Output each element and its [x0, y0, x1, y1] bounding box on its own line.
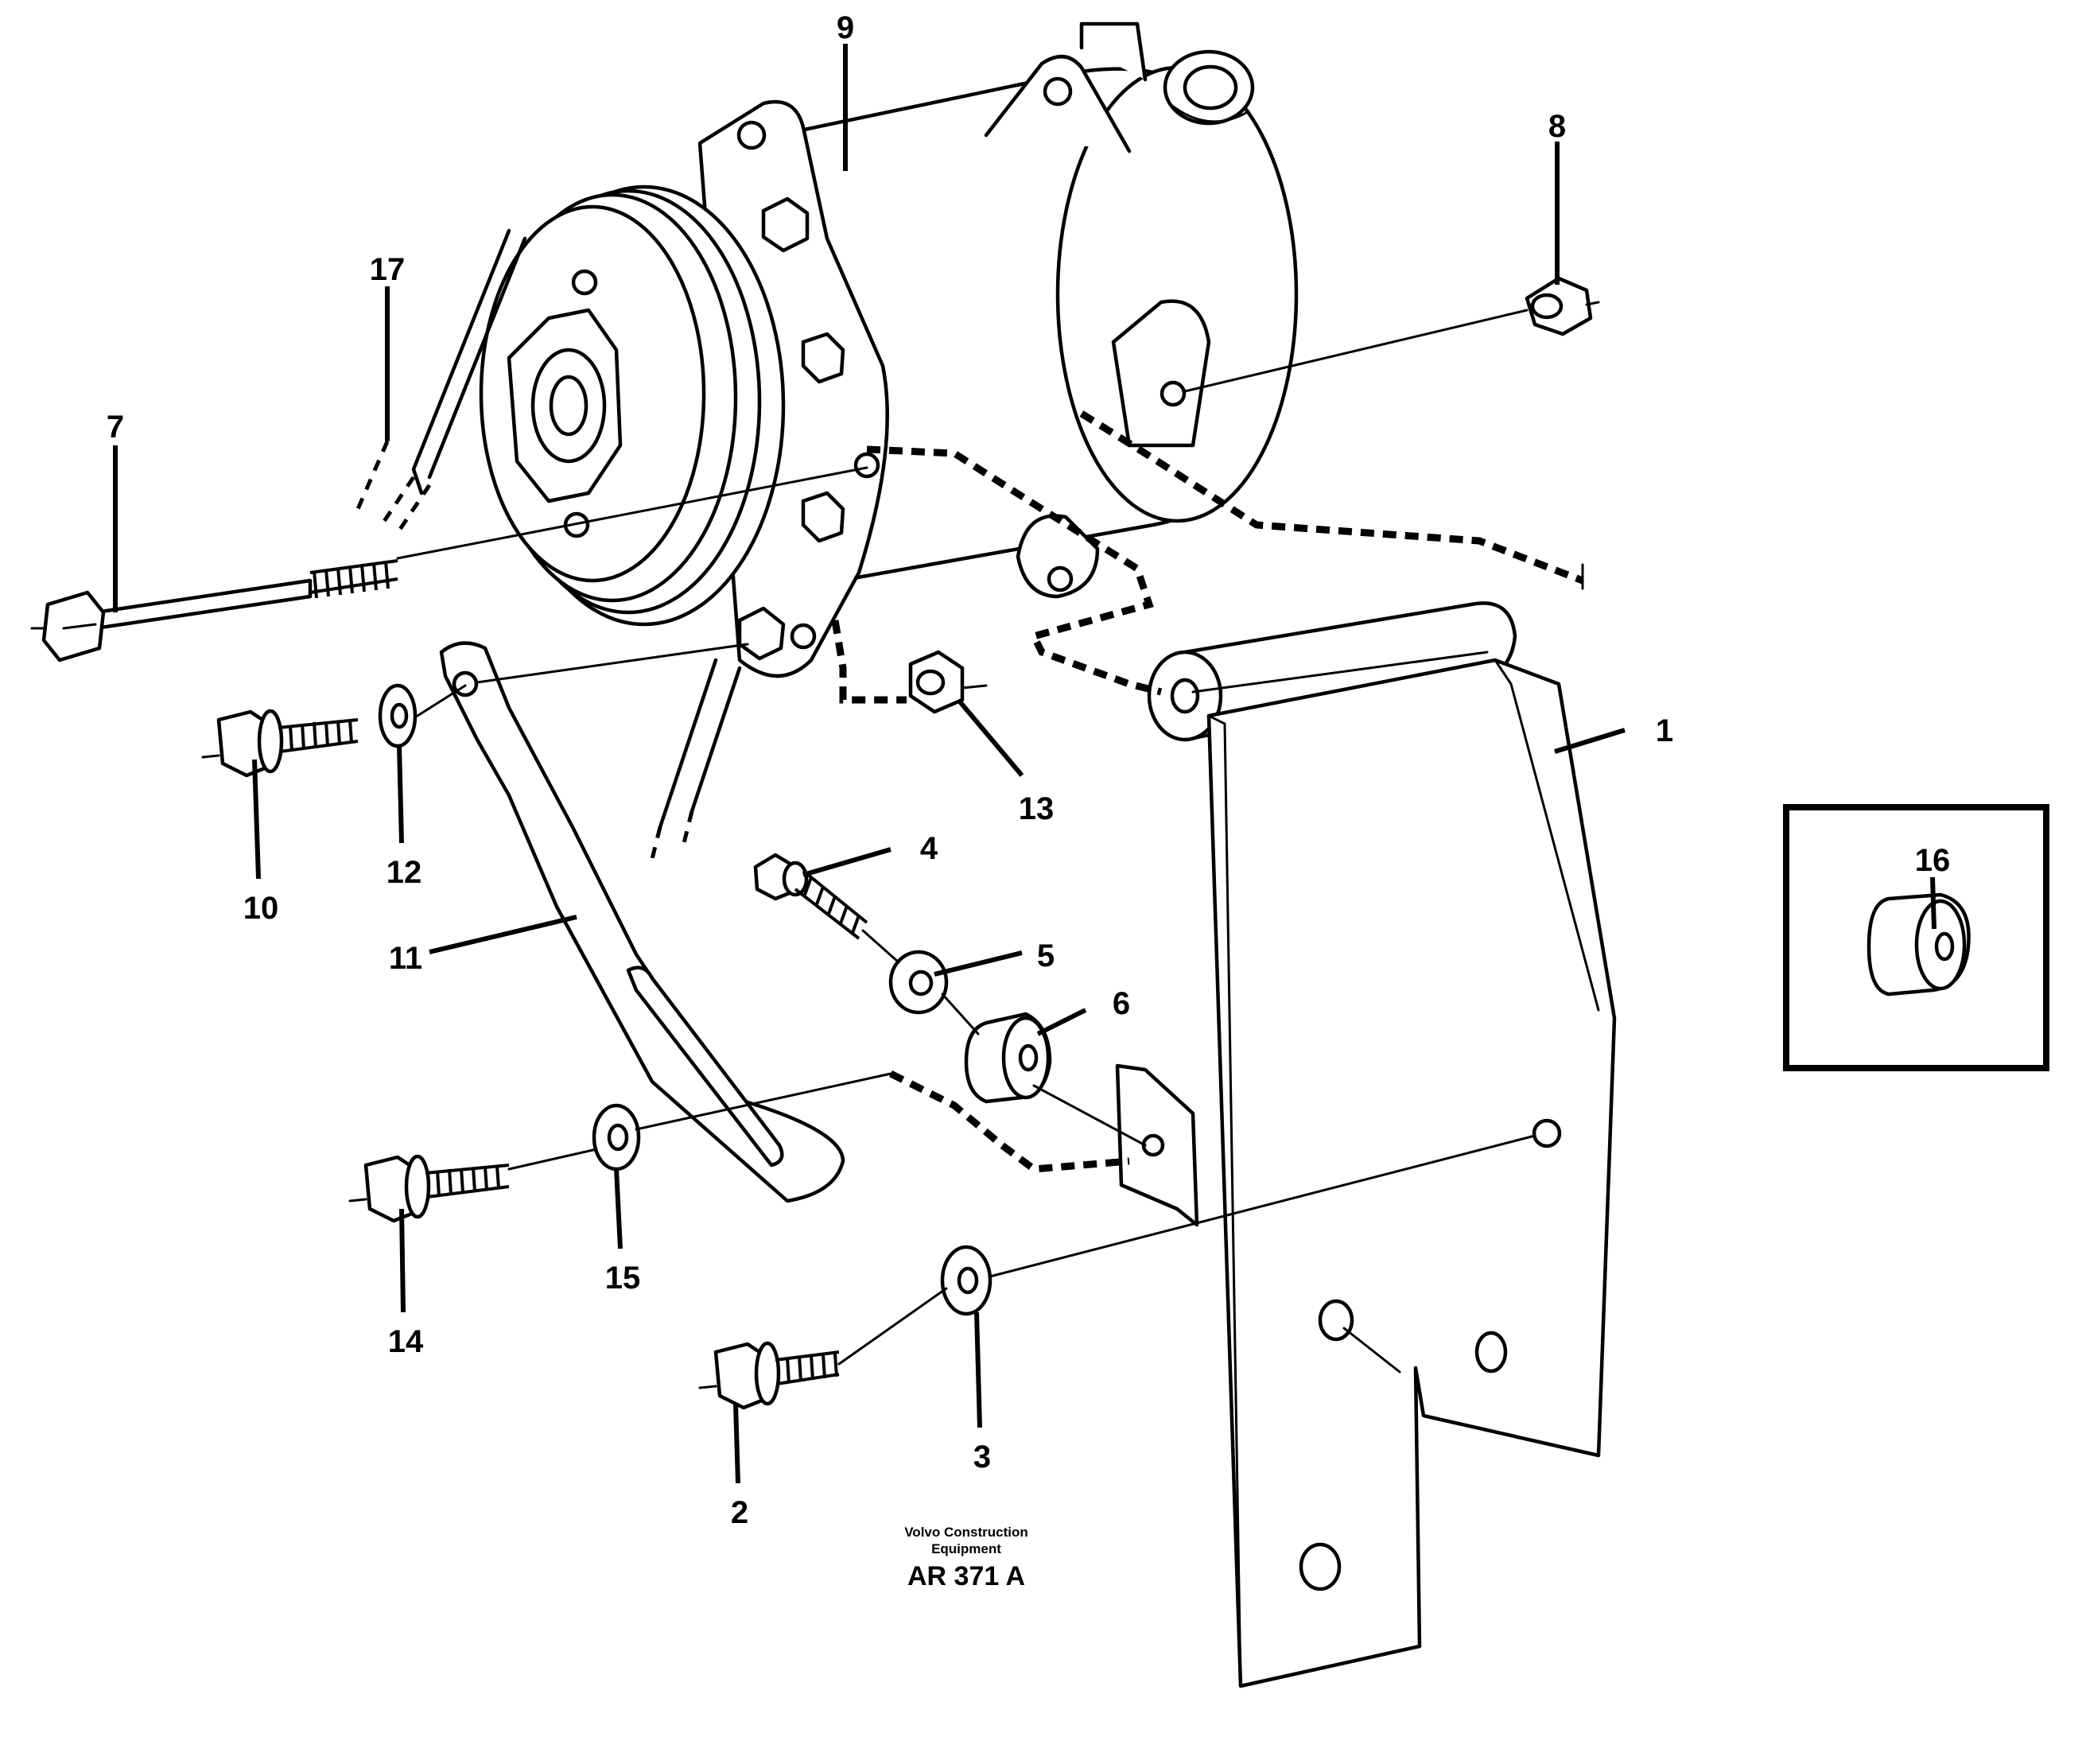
callout-7: 7 [107, 410, 124, 445]
adjusting-strap [439, 641, 845, 1203]
bolt-14 [348, 1154, 510, 1223]
dashed-assembly-lines [831, 410, 1584, 1173]
washer-15 [592, 1103, 641, 1171]
callout-17: 17 [370, 252, 406, 287]
leader-lines [113, 44, 1936, 1484]
callout-1: 1 [1656, 713, 1673, 748]
washer-5 [888, 950, 949, 1015]
callout-2: 2 [731, 1495, 748, 1530]
inset-box-part-16 [1783, 804, 2049, 1071]
washer-12 [378, 683, 418, 748]
callout-labels: 9 8 17 7 1 13 12 10 11 4 5 6 15 14 3 2 1… [107, 10, 1950, 1530]
callout-11: 11 [389, 941, 422, 976]
bolt-7 [30, 559, 398, 662]
caption-company-line2: Equipment [931, 1541, 1001, 1556]
callout-6: 6 [1113, 986, 1130, 1021]
compressor [379, 21, 1299, 860]
callout-8: 8 [1548, 109, 1566, 144]
callout-14: 14 [388, 1324, 424, 1359]
callout-12: 12 [387, 855, 422, 890]
nut-13 [908, 650, 988, 714]
washer-3 [940, 1245, 993, 1316]
mounting-bracket [1147, 601, 1617, 1688]
nut-8 [1525, 276, 1593, 336]
caption-drawing-code: AR 371 A [907, 1561, 1025, 1591]
callout-4: 4 [920, 831, 938, 866]
assembly-lines [396, 301, 1600, 1374]
caption-company: Volvo Construction [904, 1525, 1028, 1540]
callout-5: 5 [1037, 938, 1055, 973]
callout-3: 3 [973, 1440, 991, 1475]
caption: Volvo Construction Equipment AR 371 A [904, 1525, 1028, 1591]
bracket-tab [1115, 1063, 1199, 1227]
bolt-4 [753, 853, 868, 940]
callout-15: 15 [605, 1261, 641, 1296]
bolt-2 [698, 1341, 840, 1410]
bushing-6 [964, 1012, 1052, 1104]
callout-9: 9 [837, 10, 854, 45]
callout-13: 13 [1019, 791, 1055, 826]
callout-10: 10 [243, 891, 279, 926]
callout-16: 16 [1915, 843, 1951, 878]
bolt-10 [201, 709, 359, 778]
